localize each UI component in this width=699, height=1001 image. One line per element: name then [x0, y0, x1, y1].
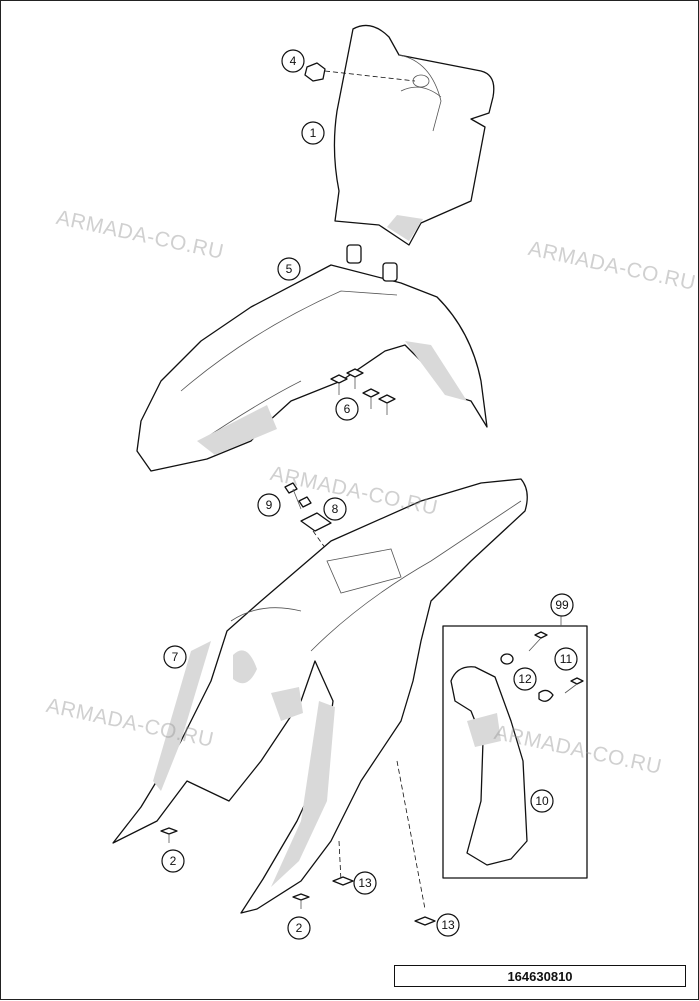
svg-text:5: 5	[286, 262, 293, 276]
front-fender	[136, 244, 488, 472]
svg-text:12: 12	[518, 672, 532, 686]
fastener-screws	[160, 827, 436, 926]
callout-10: 10	[530, 789, 554, 813]
clip-and-screw	[284, 482, 350, 582]
callout-8: 8	[323, 497, 347, 521]
svg-text:13: 13	[441, 918, 455, 932]
svg-text:13: 13	[358, 876, 372, 890]
callout-2a: 2	[161, 849, 185, 873]
svg-text:1: 1	[310, 126, 317, 140]
svg-text:10: 10	[535, 794, 549, 808]
callout-1: 1	[301, 121, 325, 145]
svg-text:6: 6	[344, 402, 351, 416]
callout-11: 11	[554, 647, 578, 671]
callout-6: 6	[335, 397, 359, 421]
callout-9: 9	[257, 493, 281, 517]
callout-13a: 13	[353, 871, 377, 895]
callout-4: 4	[281, 49, 305, 73]
callout-2b: 2	[287, 916, 311, 940]
rear-fender	[112, 478, 528, 914]
nut	[304, 62, 416, 82]
svg-text:2: 2	[170, 854, 177, 868]
svg-text:9: 9	[266, 498, 273, 512]
svg-text:99: 99	[555, 598, 569, 612]
callout-5: 5	[277, 257, 301, 281]
callout-12: 12	[513, 667, 537, 691]
svg-text:2: 2	[296, 921, 303, 935]
callout-99: 99	[550, 593, 574, 617]
screws-set	[330, 368, 396, 415]
number-plate	[333, 24, 495, 246]
svg-text:8: 8	[332, 502, 339, 516]
svg-text:11: 11	[560, 652, 573, 666]
svg-text:7: 7	[172, 650, 179, 664]
callout-13b: 13	[436, 913, 460, 937]
callout-7: 7	[163, 645, 187, 669]
svg-text:4: 4	[290, 54, 297, 68]
document-number: 164630810	[394, 965, 686, 987]
